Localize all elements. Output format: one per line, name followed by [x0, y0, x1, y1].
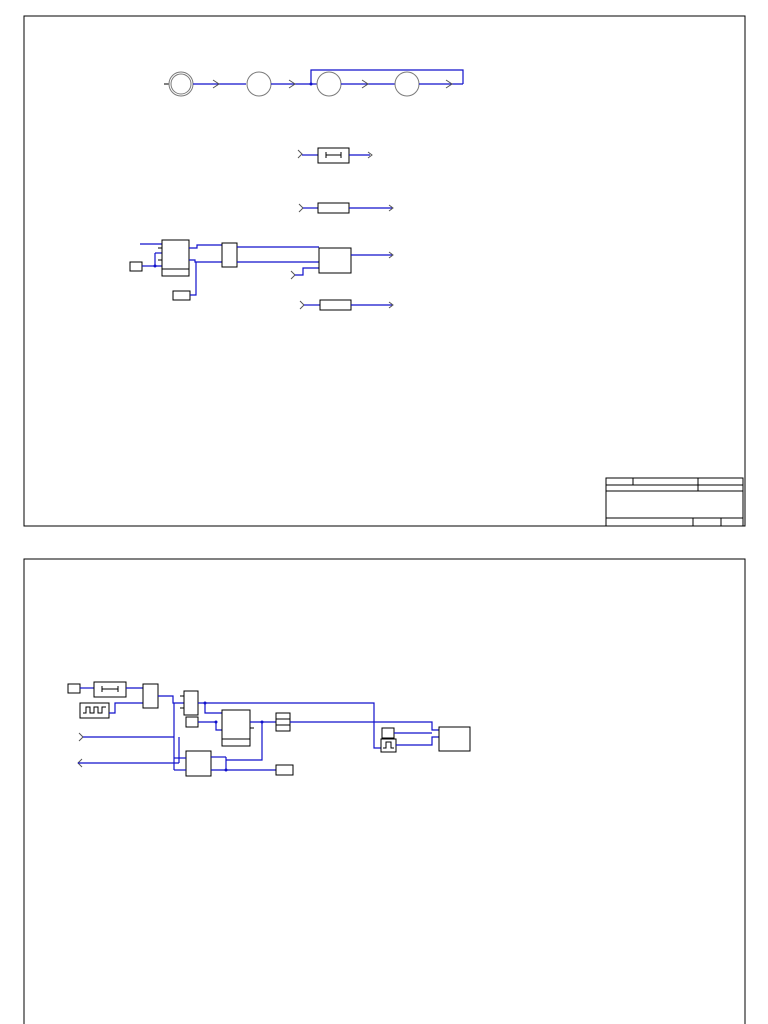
state-1-initial-ring — [170, 73, 192, 95]
loop-junction — [309, 82, 313, 86]
state-chain — [164, 69, 464, 97]
combiner-out-wire — [158, 695, 184, 704]
junction-s2-d — [224, 768, 228, 772]
flipflop-block[interactable] — [161, 239, 190, 277]
pulse-out-wire — [109, 702, 143, 714]
block-row-2 — [298, 202, 394, 214]
sheet-2 — [23, 558, 746, 1024]
sheet-1-frame — [23, 15, 746, 527]
title-block — [605, 477, 744, 527]
logic-cluster-sheet-2 — [67, 681, 471, 777]
pulse-wave-icon — [83, 706, 106, 714]
logic-cluster-sheet-1 — [129, 239, 394, 301]
const-s2-b-wire — [198, 721, 222, 731]
pulse-s2-out-wire — [396, 736, 439, 746]
pulse-block-s2[interactable] — [380, 738, 397, 753]
constant-block-2[interactable] — [172, 290, 191, 301]
constant-block[interactable] — [129, 261, 143, 272]
output-block-s2[interactable] — [438, 726, 471, 752]
transition-4-out-arrow-icon — [445, 79, 453, 89]
gate-block[interactable] — [318, 247, 352, 274]
switch-block[interactable] — [183, 690, 199, 716]
timer-in-arrow-icon — [297, 149, 303, 159]
block-2-out-arrow-icon — [388, 204, 394, 212]
constant-block-s2-b[interactable] — [185, 716, 199, 728]
constant-block-s2[interactable] — [67, 683, 81, 694]
terminal-block-s2[interactable] — [275, 764, 294, 776]
transition-1-2-arrow-icon — [212, 79, 220, 89]
sheet-2-frame — [23, 558, 746, 1024]
gate-block-s2[interactable] — [185, 750, 212, 777]
transition-2-3-arrow-icon — [288, 79, 296, 89]
ff-to-mux-wire-2 — [189, 259, 222, 263]
loop-back-wire — [310, 69, 464, 84]
block-4-out-arrow-icon — [388, 301, 394, 309]
flipflop-block-s2[interactable] — [221, 709, 251, 747]
transition-3-4-arrow-icon — [361, 79, 369, 89]
constant-block-s2-c[interactable] — [381, 727, 395, 739]
junction-a — [153, 264, 157, 268]
flipflop-s2-feedback — [226, 722, 263, 761]
register-out-wire — [290, 721, 439, 731]
pulse-s2-icon — [383, 741, 394, 749]
state-4[interactable] — [394, 71, 420, 97]
mux-block[interactable] — [221, 242, 238, 268]
switch-out-wire — [198, 702, 222, 714]
ff-to-mux-wire-1 — [189, 244, 222, 249]
gate-out-arrow-icon — [388, 251, 394, 259]
state-3[interactable] — [316, 71, 342, 97]
state-2[interactable] — [246, 71, 272, 97]
block-row-4 — [299, 299, 394, 311]
junction-s2-b — [214, 720, 218, 724]
constant-2-wire — [190, 262, 197, 296]
combiner-block[interactable] — [142, 683, 159, 709]
timer-block-row — [297, 147, 373, 164]
function-block-2[interactable] — [317, 202, 350, 214]
register-block[interactable] — [275, 712, 291, 732]
timer-out-arrow-icon — [367, 151, 373, 159]
input-c-wire — [295, 267, 319, 276]
function-block-4[interactable] — [319, 299, 352, 311]
long-feedback-wire — [205, 702, 381, 749]
sheet-1 — [23, 15, 746, 527]
